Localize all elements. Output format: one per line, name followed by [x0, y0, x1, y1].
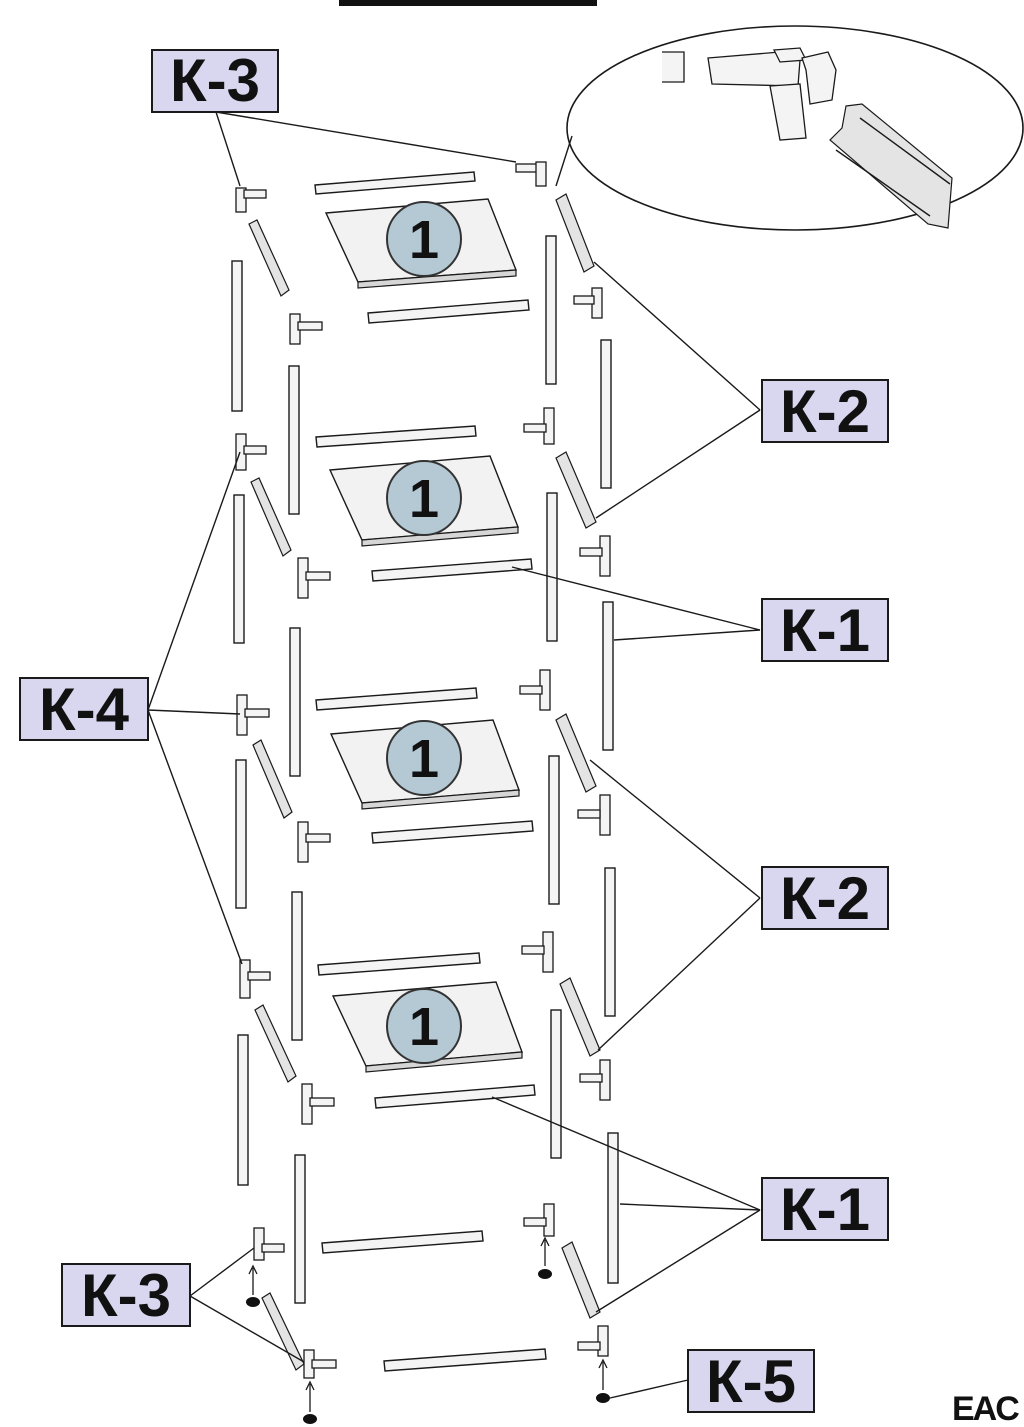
bar	[315, 425, 477, 448]
svg-text:1: 1	[409, 729, 439, 789]
connector-tee	[523, 407, 555, 445]
rail	[248, 219, 290, 297]
rail	[561, 1241, 601, 1319]
svg-text:1: 1	[409, 210, 439, 270]
post	[600, 339, 612, 489]
diagonal-rails	[248, 193, 601, 1371]
rail	[254, 1004, 297, 1083]
detail-zoom	[566, 25, 1024, 231]
rail	[555, 713, 597, 793]
connector-tee	[521, 931, 554, 973]
horizontal-bars	[314, 171, 547, 1372]
label-k2-upper: К-2	[761, 378, 889, 445]
connector-tee	[301, 1083, 335, 1125]
rail	[252, 739, 293, 819]
svg-text:К-4: К-4	[39, 676, 130, 743]
label-k3-top: К-3	[151, 47, 279, 114]
post	[237, 1034, 249, 1186]
connector-tee	[519, 669, 551, 711]
shelf-badges: 1 1 1 1	[386, 201, 462, 1064]
post	[602, 601, 614, 751]
post	[604, 867, 616, 1017]
vertical-posts	[231, 235, 619, 1304]
connector-tee	[579, 535, 611, 577]
foot	[596, 1358, 610, 1403]
title-bar	[339, 0, 597, 6]
connector-tee	[297, 821, 331, 863]
connector-tee	[236, 694, 270, 736]
shelf-number-badge: 1	[386, 201, 462, 277]
foot	[246, 1264, 260, 1307]
post	[545, 235, 557, 385]
svg-text:К-2: К-2	[780, 378, 870, 445]
connector-tee	[239, 959, 271, 999]
post	[550, 1009, 562, 1159]
label-k2-lower: К-2	[761, 865, 889, 932]
svg-text:К-1: К-1	[780, 597, 870, 664]
bar	[374, 1084, 536, 1109]
post	[231, 260, 243, 412]
svg-text:К-3: К-3	[81, 1262, 171, 1329]
connector-tee	[573, 287, 603, 319]
bar	[383, 1348, 547, 1372]
post	[291, 891, 303, 1041]
label-k1-lower: К-1	[761, 1176, 889, 1243]
connector-corner	[303, 1349, 337, 1379]
shelf-number-badge: 1	[386, 720, 462, 796]
rail	[555, 193, 595, 273]
connector-corner	[577, 1325, 609, 1357]
bar	[371, 558, 533, 582]
label-k5: К-5	[687, 1348, 815, 1415]
part-labels: К-3 К-2 К-1 К-4 К-2 К-1 К-3 К-5	[19, 47, 889, 1415]
connectors	[235, 161, 611, 1379]
post	[289, 627, 301, 777]
label-k3-bottom: К-3	[61, 1262, 191, 1329]
shelf-number-badge: 1	[386, 988, 462, 1064]
rail	[559, 977, 601, 1057]
foot	[303, 1380, 317, 1424]
connector-corner	[523, 1203, 555, 1237]
svg-text:К-2: К-2	[780, 865, 870, 932]
post	[235, 759, 247, 909]
shelf-number-badge: 1	[386, 460, 462, 536]
bar	[371, 820, 534, 844]
post	[233, 494, 245, 644]
label-k1-upper: К-1	[761, 597, 889, 664]
label-k4: К-4	[19, 676, 149, 743]
post	[548, 755, 560, 905]
connector-corner	[235, 187, 267, 213]
shelf-panels	[324, 198, 523, 1073]
feet	[246, 1236, 610, 1424]
bar	[315, 687, 478, 711]
bar	[317, 952, 481, 976]
post	[607, 1132, 619, 1284]
connector-tee	[289, 313, 323, 345]
bar	[367, 299, 530, 324]
connector-tee	[235, 433, 267, 471]
svg-text:1: 1	[409, 997, 439, 1057]
foot	[538, 1236, 552, 1279]
connector-tee	[577, 794, 611, 836]
post	[546, 492, 558, 642]
connector-corner	[253, 1227, 285, 1261]
svg-text:К-1: К-1	[780, 1176, 870, 1243]
connector-corner	[515, 161, 547, 187]
rail	[555, 451, 597, 529]
svg-text:К-5: К-5	[706, 1348, 796, 1415]
post	[288, 365, 300, 515]
rail	[250, 477, 292, 557]
svg-text:1: 1	[409, 469, 439, 529]
leader-lines	[147, 111, 761, 1399]
eac-certification-mark: EAC	[952, 1390, 1019, 1427]
bar	[321, 1230, 484, 1254]
post	[294, 1154, 306, 1304]
svg-text:К-3: К-3	[170, 47, 260, 114]
connector-tee	[579, 1059, 611, 1101]
connector-tee	[297, 557, 331, 599]
bar	[314, 171, 476, 195]
